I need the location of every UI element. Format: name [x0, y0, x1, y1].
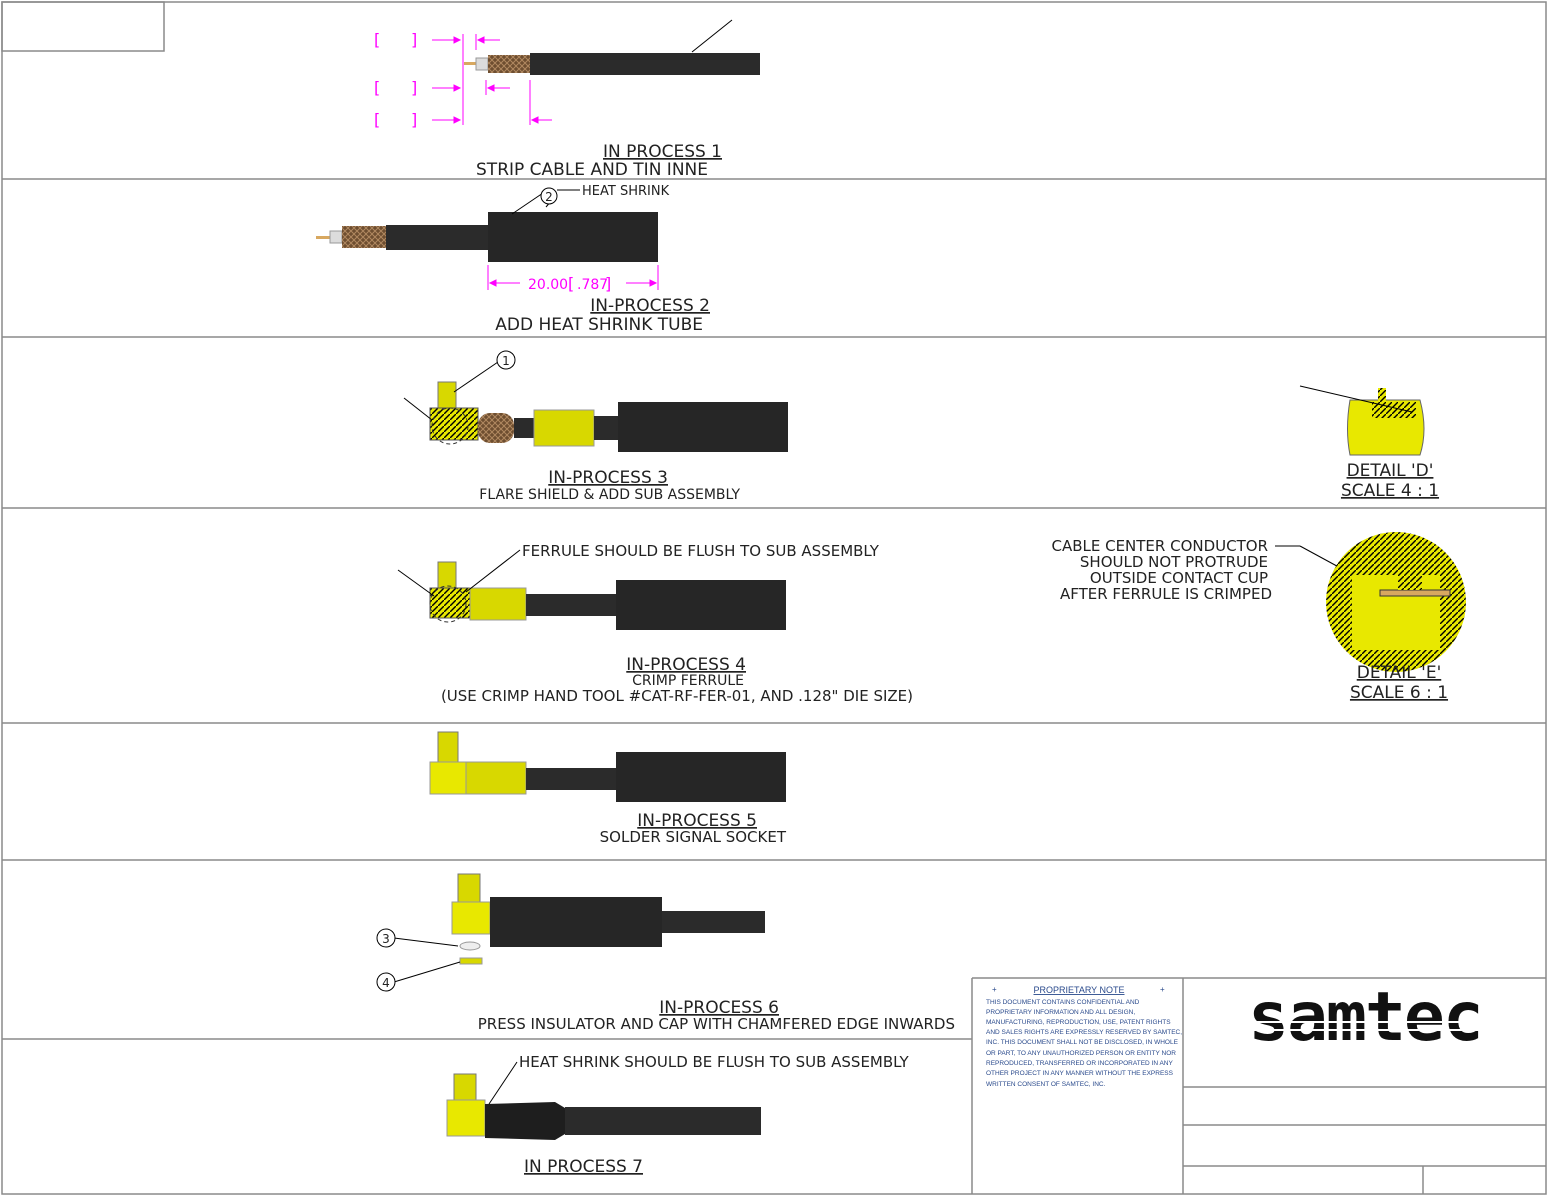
step4-title: IN-PROCESS 4	[626, 655, 746, 675]
step1-title: IN PROCESS 1	[603, 142, 722, 162]
bracket-open: [	[374, 110, 380, 129]
detail-e-title: DETAIL 'E'	[1357, 663, 1442, 683]
note-line: MANUFACTURING, REPRODUCTION, USE, PATENT…	[986, 1019, 1171, 1026]
note-line: INC. THIS DOCUMENT SHALL NOT BE DISCLOSE…	[986, 1039, 1179, 1046]
note-line: OR PART, TO ANY UNAUTHORIZED PERSON OR E…	[986, 1050, 1176, 1057]
bracket-close: ]	[411, 78, 417, 97]
note-line: SHOULD NOT PROTRUDE	[1080, 553, 1268, 571]
detail-e-scale: SCALE 6 : 1	[1350, 683, 1448, 703]
step3-assembly: 1	[403, 350, 788, 452]
note-line: REPRODUCED, TRANSFERRED OR INCORPORATED …	[986, 1060, 1174, 1067]
note-line: WRITTEN CONSENT OF SAMTEC, INC.	[986, 1081, 1106, 1088]
step1-brackets: [ ] [ ] [ ]	[374, 30, 417, 129]
step1-dimensions	[432, 34, 552, 125]
step2-title: IN-PROCESS 2	[590, 296, 710, 316]
step5-subtitle: SOLDER SIGNAL SOCKET	[600, 828, 787, 846]
step6-assembly: 3 4	[376, 873, 765, 992]
bullet: +	[992, 985, 997, 994]
note-line: CABLE CENTER CONDUCTOR	[1051, 537, 1268, 555]
step2-cable: 2 HEAT SHRINK	[316, 184, 670, 262]
heat-shrink-label: HEAT SHRINK	[582, 184, 670, 199]
step5-title: IN-PROCESS 5	[637, 811, 757, 831]
dimension-mm: 20.00	[528, 277, 568, 293]
balloon-2: 2	[545, 190, 553, 204]
step7-title: IN PROCESS 7	[524, 1157, 643, 1177]
step3-subtitle: FLARE SHIELD & ADD SUB ASSEMBLY	[479, 487, 740, 503]
bracket-close: ]	[411, 30, 417, 49]
proprietary-heading: PROPRIETARY NOTE	[1033, 985, 1124, 995]
balloon-1: 1	[502, 354, 510, 368]
step6-title: IN-PROCESS 6	[659, 998, 779, 1018]
step4-tool-note: (USE CRIMP HAND TOOL #CAT-RF-FER-01, AND…	[441, 687, 913, 705]
bracket-open: [	[568, 274, 574, 293]
detail-d-title: DETAIL 'D'	[1347, 461, 1434, 481]
note-line: OUTSIDE CONTACT CUP	[1090, 569, 1268, 587]
note-line: PROPRIETARY INFORMATION AND ALL DESIGN,	[986, 1009, 1135, 1016]
step5-assembly	[429, 731, 786, 802]
step6-subtitle: PRESS INSULATOR AND CAP WITH CHAMFERED E…	[478, 1015, 955, 1033]
detail-d-scale: SCALE 4 : 1	[1341, 481, 1439, 501]
samtec-logo: samtec	[1248, 978, 1484, 1057]
bracket-close: ]	[605, 274, 611, 293]
step4-subtitle: CRIMP FERRULE	[632, 673, 744, 689]
detail-e-view	[1326, 532, 1466, 672]
logo-text: samtec	[1248, 978, 1482, 1057]
center-conductor-note: CABLE CENTER CONDUCTOR SHOULD NOT PROTRU…	[1051, 537, 1393, 603]
balloon-3: 3	[382, 932, 390, 946]
step2-subtitle: ADD HEAT SHRINK TUBE	[495, 315, 703, 335]
note-line: OTHER PROJECT IN ANY MANNER WITHOUT THE …	[986, 1070, 1174, 1077]
bullet: +	[1160, 985, 1165, 994]
step7-assembly	[446, 1061, 761, 1140]
step1-subtitle: STRIP CABLE AND TIN INNE	[476, 160, 708, 180]
dimension-in: .787	[577, 277, 608, 293]
bracket-close: ]	[411, 110, 417, 129]
balloon-4: 4	[382, 976, 390, 990]
bracket-open: [	[374, 78, 380, 97]
step1-cable	[464, 19, 760, 75]
step3-title: IN-PROCESS 3	[548, 468, 668, 488]
note-line: AND SALES RIGHTS ARE EXPRESSLY RESERVED …	[986, 1029, 1182, 1036]
heat-shrink-flush-label: HEAT SHRINK SHOULD BE FLUSH TO SUB ASSEM…	[519, 1053, 910, 1071]
step2-dimension	[487, 265, 659, 290]
ferrule-flush-label: FERRULE SHOULD BE FLUSH TO SUB ASSEMBLY	[522, 542, 880, 560]
bracket-open: [	[374, 30, 380, 49]
proprietary-note: + + PROPRIETARY NOTE THIS DOCUMENT CONTA…	[986, 985, 1182, 1088]
note-line: AFTER FERRULE IS CRIMPED	[1060, 585, 1272, 603]
detail-d-view	[1299, 385, 1425, 456]
note-line: THIS DOCUMENT CONTAINS CONFIDENTIAL AND	[986, 999, 1140, 1006]
step4-assembly	[397, 549, 786, 630]
